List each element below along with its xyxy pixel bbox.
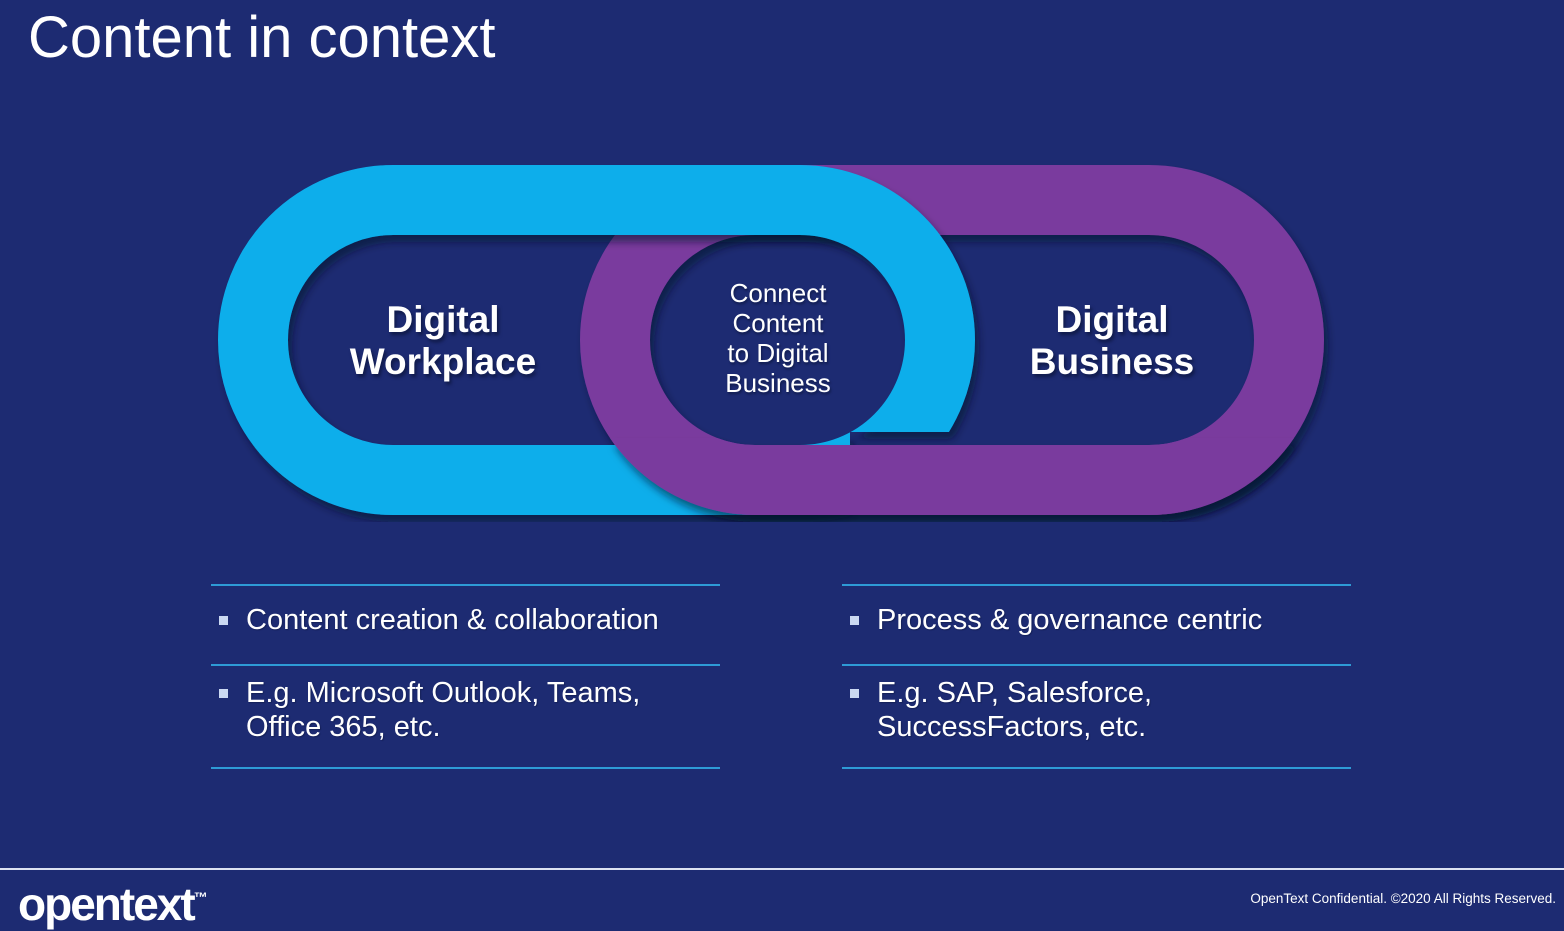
trademark-symbol: ™: [193, 889, 208, 905]
separator-line: [842, 664, 1351, 666]
digital-workplace-label-line2: Workplace: [349, 341, 537, 382]
list-item: E.g. SAP, Salesforce, SuccessFactors, et…: [842, 676, 1351, 744]
separator-line: [211, 664, 720, 666]
digital-workplace-column: Content creation & collaboration E.g. Mi…: [211, 570, 720, 800]
separator-line: [211, 767, 720, 769]
digital-business-label: Digital Business: [952, 299, 1272, 383]
separator-line: [842, 767, 1351, 769]
bullet-square-icon: [219, 689, 228, 698]
bullet-square-icon: [219, 616, 228, 625]
digital-business-link-overlap-shape: [610, 438, 1294, 515]
opentext-logo: opentext™: [18, 878, 208, 930]
digital-workplace-label-line1: Digital: [386, 299, 500, 340]
slide-title: Content in context: [28, 5, 496, 70]
separator-line: [842, 584, 1351, 586]
connect-content-label: Connect Content to Digital Business: [725, 278, 831, 398]
confidential-notice: OpenText Confidential. ©2020 All Rights …: [1250, 891, 1556, 906]
digital-workplace-label: Digital Workplace: [283, 299, 603, 383]
digital-business-column: Process & governance centric E.g. SAP, S…: [842, 570, 1351, 800]
bullet-square-icon: [850, 616, 859, 625]
list-item: Process & governance centric: [842, 603, 1351, 637]
digital-business-label-line1: Digital: [1055, 299, 1169, 340]
list-item: E.g. Microsoft Outlook, Teams, Office 36…: [211, 676, 720, 744]
bullet-square-icon: [850, 689, 859, 698]
digital-business-label-line2: Business: [1029, 341, 1195, 382]
separator-line: [211, 584, 720, 586]
list-item: Content creation & collaboration: [211, 603, 720, 637]
footer-divider: [0, 868, 1564, 870]
digital-workplace-link-shape: [218, 165, 975, 515]
